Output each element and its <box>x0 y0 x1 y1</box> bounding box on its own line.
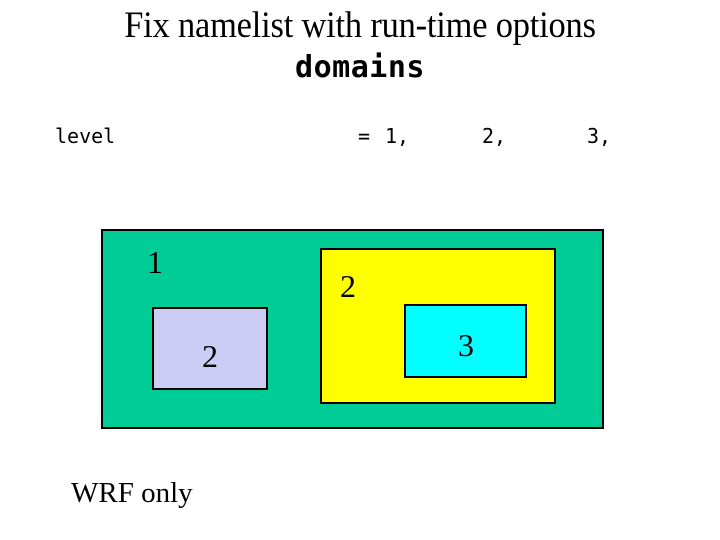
namelist-equals-sign: = <box>358 124 371 148</box>
domain-box-3-cyan: 3 <box>404 304 527 378</box>
namelist-value-3: 3, <box>587 124 612 148</box>
domain-box-1: 1 2 2 3 <box>101 229 604 429</box>
domain-label-3-cyan: 3 <box>458 327 474 363</box>
domain-label-1: 1 <box>147 244 163 280</box>
namelist-key-level: level <box>55 124 116 148</box>
namelist-level-line: level = 1, 2, 3, <box>55 122 675 152</box>
domain-label-2-lavender: 2 <box>202 338 218 374</box>
namelist-value-2: 2, <box>482 124 507 148</box>
footer-note: WRF only <box>71 477 193 509</box>
domain-box-2-lavender: 2 <box>152 307 268 390</box>
namelist-value-1: 1, <box>385 124 410 148</box>
domain-label-2-yellow: 2 <box>340 268 356 304</box>
page-subtitle: domains <box>295 50 425 85</box>
page-title: Fix namelist with run-time options <box>124 5 596 46</box>
domain-box-2-yellow: 2 3 <box>320 248 556 404</box>
